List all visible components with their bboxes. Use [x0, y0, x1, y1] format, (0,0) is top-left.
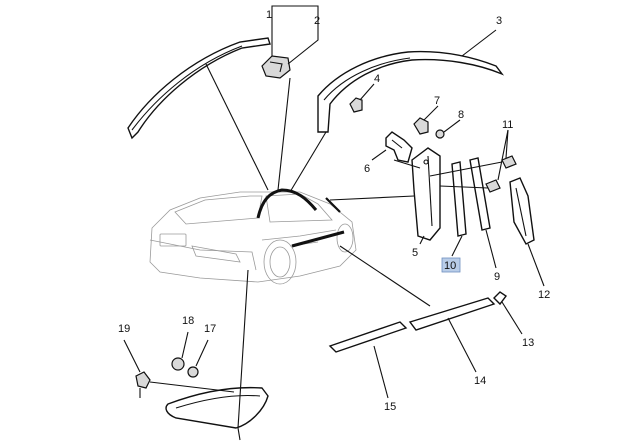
callout-19: 19: [118, 323, 130, 335]
part-16-wheel-arch-trim: [165, 386, 269, 429]
part-8-bolt: [435, 129, 445, 139]
callout-7: 7: [434, 95, 440, 107]
callout-18: 18: [182, 315, 194, 327]
part-9-pillar-seal: [469, 157, 491, 231]
part-19-push-clip: [135, 371, 151, 389]
callout-4: 4: [374, 73, 380, 85]
callout-2: 2: [314, 15, 320, 27]
part-5-b-pillar-cover: [411, 147, 441, 241]
part-15-door-moulding-front: [328, 321, 408, 353]
part-12-rear-pillar-trim: [509, 177, 535, 245]
callout-10-highlight: [441, 257, 461, 273]
car-door-trim-strip: [291, 230, 345, 248]
leader-lines: [123, 5, 545, 441]
part-14-door-moulding-rear: [408, 297, 496, 331]
callout-5: 5: [412, 247, 418, 259]
part-1-roof-moulding: [127, 37, 271, 140]
callout-11: 11: [502, 119, 513, 131]
car-window-frame: [256, 188, 318, 219]
part-11-screws: [485, 155, 517, 193]
callout-6: 6: [364, 163, 370, 175]
part-18-nut: [171, 357, 185, 371]
callout-13: 13: [522, 337, 534, 349]
callout-15: 15: [384, 401, 396, 413]
callout-9: 9: [494, 271, 500, 283]
part-6-bracket: [385, 131, 413, 163]
part-2-clip: [261, 55, 291, 79]
part-4-clip: [349, 97, 363, 113]
car-outline: [149, 191, 357, 285]
callout-12: 12: [538, 289, 550, 301]
callout-labels: 1 2 3 4 5 6 7 8 9 10 11 12 13 14 15 17 1…: [118, 9, 550, 413]
part-10-pillar-strip: [451, 161, 467, 237]
callout-1: 1: [266, 9, 272, 21]
car-pillar-trim: [325, 197, 341, 213]
callout-14: 14: [474, 375, 486, 387]
callout-10: 10: [444, 260, 456, 272]
callout-8: 8: [458, 109, 464, 121]
part-3-roof-trim: [317, 50, 505, 133]
part-7-clip: [413, 117, 429, 135]
part-17-washer: [187, 366, 199, 378]
callout-17: 17: [204, 323, 216, 335]
part-13-end-cap: [493, 291, 508, 306]
callout-3: 3: [496, 15, 502, 27]
